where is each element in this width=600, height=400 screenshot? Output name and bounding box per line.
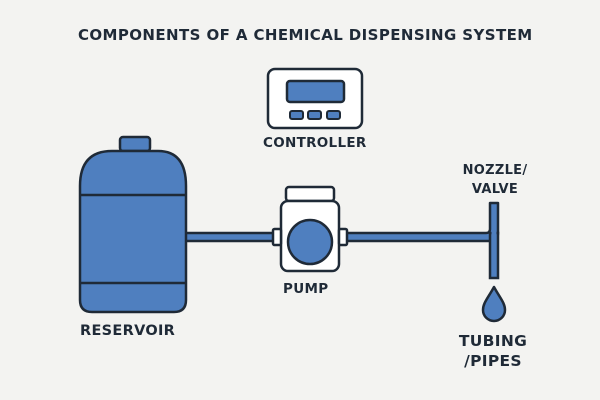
droplet-icon: [481, 285, 507, 323]
pump-label: PUMP: [283, 281, 329, 297]
tubing-pump-to-nozzle: [336, 201, 500, 243]
pump-icon: [271, 185, 349, 273]
nozzle-label-line2: VALVE: [471, 182, 519, 197]
reservoir-label: RESERVOIR: [80, 323, 176, 339]
reservoir-tank-icon: [78, 135, 188, 314]
nozzle-joint: [491, 231, 497, 243]
tubing-label-line1: TUBING: [458, 332, 528, 350]
nozzle-valve-label: NOZZLE/ VALVE: [456, 161, 534, 199]
controller-label: CONTROLLER: [263, 135, 367, 151]
nozzle-label-line1: NOZZLE/: [462, 163, 528, 178]
tubing-pipes-label: TUBING /PIPES: [453, 331, 533, 371]
tubing-label-line2: /PIPES: [464, 352, 522, 370]
tubing-reservoir-to-pump: [182, 231, 278, 243]
controller-icon: [266, 67, 364, 130]
diagram-title: COMPONENTS OF A CHEMICAL DISPENSING SYST…: [78, 26, 533, 44]
